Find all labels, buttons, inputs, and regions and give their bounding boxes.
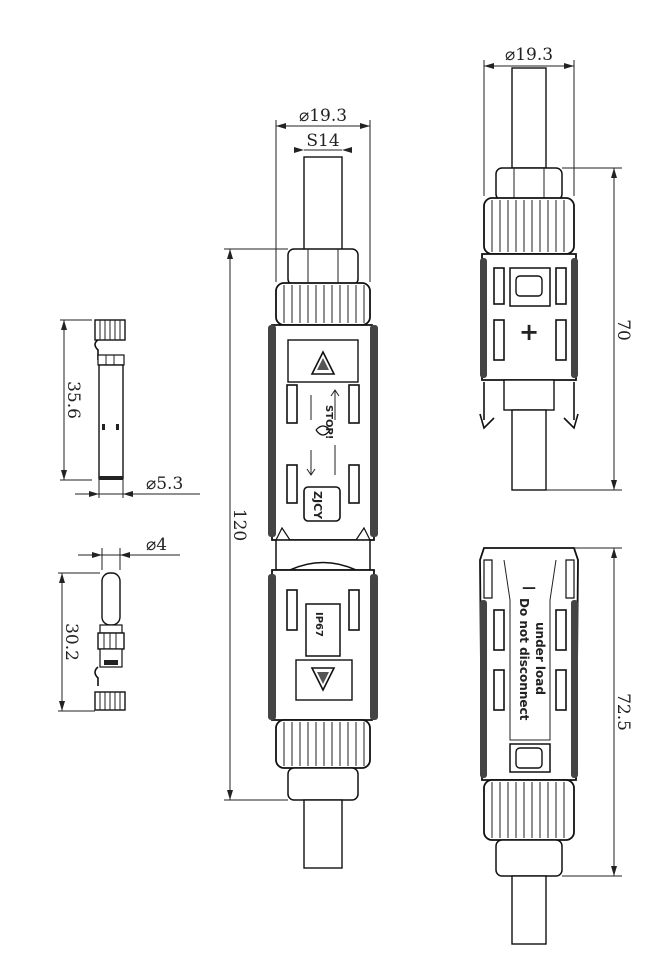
ip-rating-marking: IP67 bbox=[313, 612, 324, 637]
plus-connector-diameter-label: ⌀19.3 bbox=[505, 45, 553, 65]
assembled-connector-drawing: STOP! ZJCY IP67 bbox=[224, 106, 378, 869]
warning-line-1: Do not disconnect bbox=[517, 598, 531, 721]
female-pin-diameter-label: ⌀4 bbox=[146, 535, 167, 555]
stop-marking: STOP! bbox=[323, 405, 334, 439]
brand-marking: ZJCY bbox=[311, 491, 324, 520]
wrench-size-label: S14 bbox=[306, 131, 339, 151]
plus-connector-drawing: + ⌀19.3 70 bbox=[479, 45, 633, 491]
minus-connector-length-label: 72.5 bbox=[613, 693, 633, 731]
plus-connector-length-label: 70 bbox=[613, 319, 633, 341]
female-pin-length-label: 30.2 bbox=[61, 623, 81, 661]
male-pin-length-label: 35.6 bbox=[63, 381, 83, 419]
assembled-length-label: 120 bbox=[229, 509, 249, 541]
minus-connector-drawing: — Do not disconnect under load 72.5 bbox=[479, 547, 633, 945]
minus-symbol: — bbox=[522, 580, 536, 596]
female-pin-drawing: 30.2 ⌀4 bbox=[58, 535, 180, 712]
male-pin-drawing: 35.6 ⌀5.3 bbox=[60, 319, 200, 498]
male-pin-diameter-label: ⌀5.3 bbox=[146, 474, 183, 494]
warning-line-2: under load bbox=[533, 622, 547, 695]
plus-symbol: + bbox=[519, 318, 539, 346]
connector-diameter-label: ⌀19.3 bbox=[299, 106, 347, 126]
